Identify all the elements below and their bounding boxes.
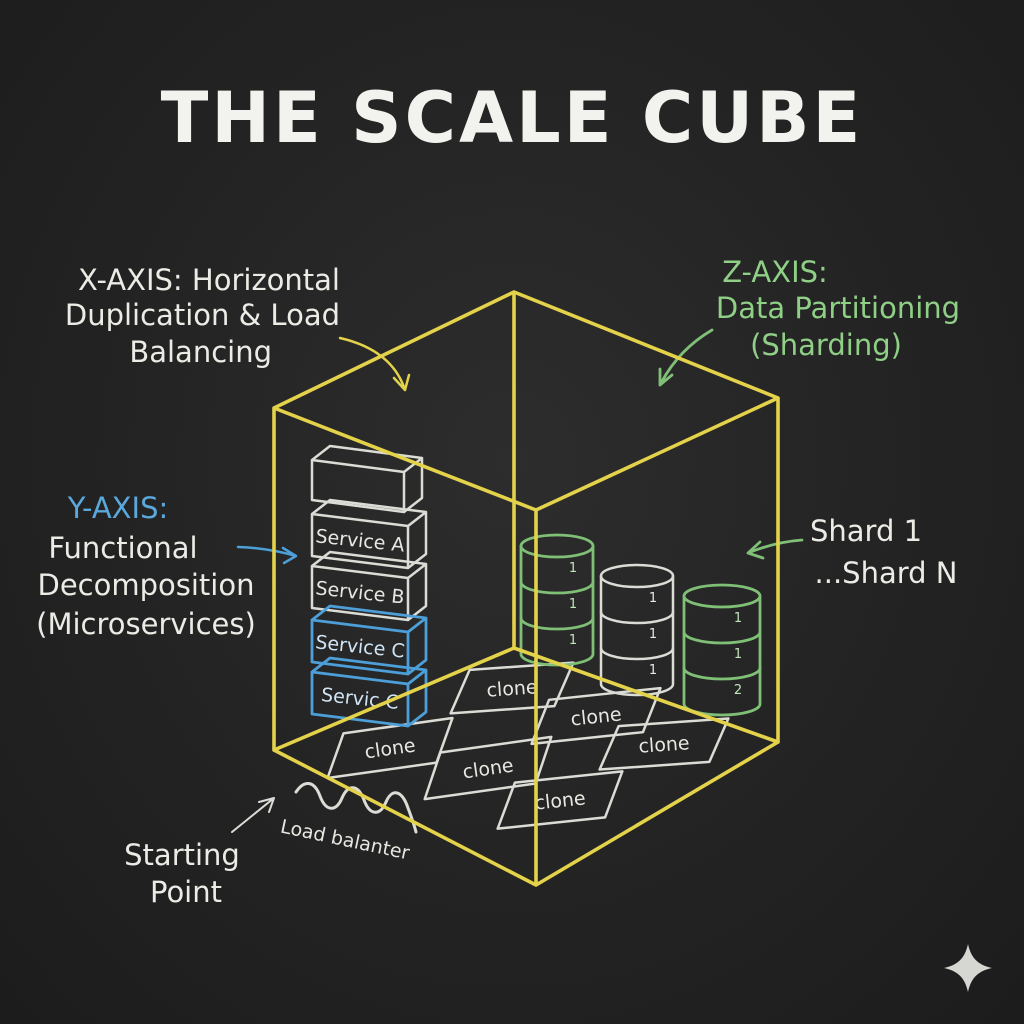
y-axis-line-3: (Microservices) — [36, 607, 256, 641]
y-axis-line-1: Functional — [48, 531, 197, 565]
shard-body — [601, 576, 673, 695]
shard-segment-label: 1 — [569, 633, 577, 648]
x-axis-line-2: Duplication & Load — [65, 298, 340, 332]
shard-top — [601, 565, 673, 587]
service-label: Servic C — [320, 684, 400, 714]
shard-label-line-2: ...Shard N — [815, 556, 958, 590]
clone-label: clone — [363, 735, 417, 764]
shard-label-arrow — [748, 540, 802, 558]
starting-point-arrow — [232, 798, 274, 832]
shard-segment-label: 1 — [734, 647, 742, 662]
z-axis-arrow — [660, 330, 712, 385]
starting-point-line-1: Starting — [124, 838, 240, 872]
diagram-title: THE SCALE CUBE — [161, 77, 864, 159]
x-axis-label: X-AXIS: Horizontal Duplication & Load Ba… — [65, 263, 340, 369]
clone-tile: clone — [322, 718, 459, 778]
load-balancer-label: Load balanter — [279, 816, 412, 865]
y-axis-label: Y-AXIS: Functional Decomposition (Micros… — [36, 491, 256, 641]
clone-label: clone — [570, 703, 623, 730]
starting-point-label: Starting Point — [124, 838, 240, 909]
x-axis-line-1: X-AXIS: Horizontal — [78, 263, 340, 297]
shard-segment-label: 1 — [649, 591, 657, 606]
service-label: Service B — [314, 577, 405, 608]
shard-segment-label: 1 — [569, 561, 577, 576]
shard-body — [684, 596, 760, 715]
z-axis-heading: Z-AXIS: — [722, 255, 828, 289]
shard-divider — [684, 632, 760, 643]
shard-top — [684, 585, 760, 607]
z-axis-line-2: (Sharding) — [750, 328, 902, 362]
clone-tile: clone — [597, 718, 732, 769]
clone-tile: clone — [448, 663, 577, 714]
x-axis-line-3: Balancing — [129, 335, 272, 369]
shard-top — [521, 535, 593, 557]
shard-label: Shard 1 ...Shard N — [810, 514, 958, 590]
shard-divider — [521, 618, 593, 629]
sparkle-icon — [944, 944, 992, 992]
shard-group: 1 1 1 1 1 1 1 1 2 — [521, 535, 760, 715]
shard-cylinder: 1 1 2 — [684, 585, 760, 715]
y-axis-line-2: Decomposition — [38, 568, 255, 602]
shard-segment-label: 1 — [649, 627, 657, 642]
shard-segment-label: 1 — [734, 611, 742, 626]
y-axis-arrow — [238, 547, 296, 563]
shard-body — [521, 546, 593, 665]
clone-label: clone — [461, 755, 515, 784]
shard-divider — [684, 668, 760, 679]
clone-label: clone — [486, 676, 539, 702]
shard-segment-label: 1 — [569, 597, 577, 612]
shard-cylinder: 1 1 1 — [601, 565, 673, 695]
shard-label-line-1: Shard 1 — [810, 514, 922, 548]
shard-divider — [601, 648, 673, 659]
z-axis-line-1: Data Partitioning — [716, 291, 960, 325]
clone-label: clone — [534, 787, 587, 814]
shard-segment-label: 2 — [734, 683, 742, 698]
clone-label: clone — [638, 732, 691, 758]
shard-divider — [521, 582, 593, 593]
shard-divider — [601, 612, 673, 623]
shard-segment-label: 1 — [649, 663, 657, 678]
z-axis-label: Z-AXIS: Data Partitioning (Sharding) — [716, 255, 960, 362]
starting-point-line-2: Point — [150, 875, 222, 909]
shard-cylinder: 1 1 1 — [521, 535, 593, 665]
clone-tile: clone — [493, 771, 627, 828]
y-axis-heading: Y-AXIS: — [67, 491, 169, 525]
